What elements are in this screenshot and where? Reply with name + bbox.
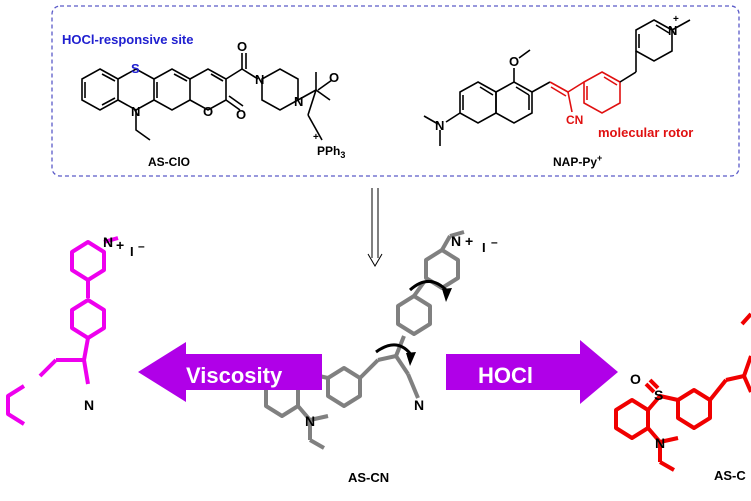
as-clo-plus: + — [313, 132, 319, 143]
viscosity-label: Viscosity — [186, 363, 283, 388]
rotation-arrowhead-lower — [406, 352, 416, 366]
viscosity-arrow — [138, 342, 322, 402]
as-cn-name: AS-CN — [348, 470, 389, 485]
nap-py-rotor — [549, 71, 621, 114]
nap-o-atom: O — [509, 54, 519, 69]
hocl-o-atom: O — [630, 371, 641, 387]
hocl-n-atom: N — [655, 435, 665, 451]
viscosity-minus: – — [138, 239, 145, 253]
hocl-product-structure — [614, 312, 751, 472]
rotor-label: molecular rotor — [598, 125, 693, 140]
rotation-arrowhead-upper — [442, 288, 452, 302]
hocl-label: HOCl — [478, 363, 533, 388]
as-clo-o-amide: O — [237, 39, 247, 54]
viscosity-py-n: N — [103, 234, 113, 250]
as-clo-n-pip2: N — [294, 94, 303, 109]
as-cn-minus: – — [491, 235, 498, 249]
as-clo-n-atom: N — [131, 104, 140, 119]
hocl-s-atom: S — [654, 387, 663, 403]
as-clo-s-atom: S — [131, 61, 140, 76]
as-clo-o-ring: O — [203, 104, 213, 119]
nap-py-name: NAP-Py+ — [553, 153, 602, 169]
nap-py-structure — [423, 49, 551, 146]
as-clo-o-acyl: O — [329, 70, 339, 85]
nap-py-n-plus: + — [673, 14, 679, 25]
as-cn-py-n: N — [451, 233, 461, 249]
as-clo-name: AS-ClO — [148, 155, 190, 169]
nap-py-n-atom: N — [668, 23, 677, 38]
as-cn-n-atom: N — [305, 413, 315, 429]
nap-n-atom: N — [435, 118, 444, 133]
as-clo-n-pip1: N — [255, 72, 264, 87]
as-cn-plus: + — [465, 233, 473, 249]
viscosity-product-structure — [6, 236, 119, 426]
hocl-site-label: HOCl-responsive site — [62, 32, 194, 47]
hocl-arrow — [446, 340, 618, 404]
as-clo-pph3: PPh3 — [317, 144, 345, 160]
down-arrow — [367, 188, 383, 267]
viscosity-iodide: I — [130, 244, 134, 259]
as-cn-iodide: I — [482, 240, 486, 255]
hocl-product-name: AS-C — [714, 468, 746, 483]
top-panel-frame — [51, 5, 740, 177]
nap-cn-label: CN — [566, 113, 583, 127]
as-clo-structure — [81, 53, 333, 141]
as-clo-o-lactone: O — [236, 107, 246, 122]
viscosity-plus: + — [116, 237, 124, 253]
as-cn-structure — [264, 230, 465, 450]
nap-py-pyridinium — [619, 19, 691, 83]
as-cn-cn-n: N — [414, 397, 424, 413]
viscosity-cn-n: N — [84, 397, 94, 413]
